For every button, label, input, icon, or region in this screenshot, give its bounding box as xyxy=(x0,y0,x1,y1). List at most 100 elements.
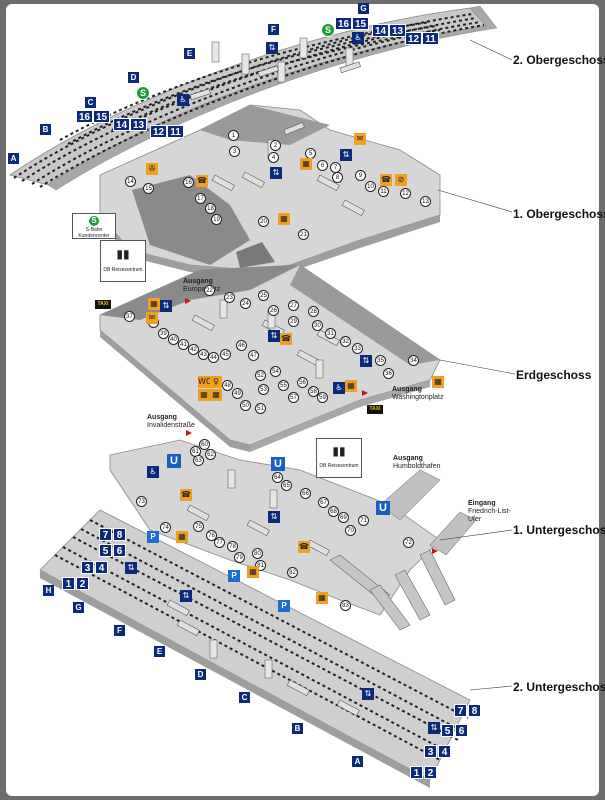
db-center-label-2: DB Reisezentrum xyxy=(319,463,359,469)
shop-marker[interactable]: 82 xyxy=(287,567,298,578)
shop-marker[interactable]: 30 xyxy=(312,320,323,331)
shop-marker[interactable]: 52 xyxy=(255,370,266,381)
shop-marker[interactable]: 20 xyxy=(258,216,269,227)
shop-marker[interactable]: 47 xyxy=(248,350,259,361)
shop-marker[interactable]: 31 xyxy=(325,328,336,339)
shop-marker[interactable]: 23 xyxy=(224,292,235,303)
shop-marker[interactable]: 79 xyxy=(234,552,245,563)
shop-marker[interactable]: 25 xyxy=(258,290,269,301)
shop-marker[interactable]: 26 xyxy=(268,305,279,316)
shop-marker[interactable]: 56 xyxy=(297,377,308,388)
elevator-icon: ⇅ xyxy=(268,511,280,523)
shop-marker[interactable]: 69 xyxy=(338,512,349,523)
shop-marker[interactable]: 71 xyxy=(358,515,369,526)
shop-marker[interactable]: 63 xyxy=(193,455,204,466)
shop-marker[interactable]: 50 xyxy=(240,400,251,411)
sbahn-icon: S xyxy=(321,23,335,37)
shop-marker[interactable]: 46 xyxy=(236,340,247,351)
shop-marker[interactable]: 14 xyxy=(125,176,136,187)
entrance-fls-name-2: Ufer xyxy=(468,516,482,523)
shop-marker[interactable]: 45 xyxy=(220,349,231,360)
wc-icon: WC xyxy=(198,376,212,388)
shop-marker[interactable]: 75 xyxy=(193,521,204,532)
floor-ug1 xyxy=(109,439,477,631)
exit-europaplatz: Ausgang Europaplatz xyxy=(183,278,220,294)
shop-marker[interactable]: 28 xyxy=(308,306,319,317)
shop-marker[interactable]: 68 xyxy=(328,506,339,517)
exit-humboldthafen-name: Humboldthafen xyxy=(393,463,441,470)
shop-marker[interactable]: 59 xyxy=(317,392,328,403)
telephone-icon: ☎ xyxy=(380,174,392,186)
shop-marker[interactable]: 53 xyxy=(258,384,269,395)
service-icon: ▦ xyxy=(316,592,328,604)
shop-marker[interactable]: 21 xyxy=(298,229,309,240)
shop-marker[interactable]: 58 xyxy=(308,386,319,397)
shop-marker[interactable]: 33 xyxy=(352,343,363,354)
shop-marker[interactable]: 19 xyxy=(211,214,222,225)
shop-marker[interactable]: 55 xyxy=(278,380,289,391)
shop-marker[interactable]: 60 xyxy=(199,439,210,450)
platform-sign: 5 xyxy=(99,544,112,557)
shop-marker[interactable]: 11 xyxy=(378,186,389,197)
shop-marker[interactable]: 74 xyxy=(160,522,171,533)
entrance-fls-title: Eingang xyxy=(468,500,496,507)
shop-marker[interactable]: 16 xyxy=(183,177,194,188)
shop-marker[interactable]: 48 xyxy=(222,380,233,391)
service-icon: ▦ xyxy=(176,531,188,543)
shop-marker[interactable]: 81 xyxy=(255,560,266,571)
shop-marker[interactable]: 15 xyxy=(143,183,154,194)
shop-marker[interactable]: 76 xyxy=(206,530,217,541)
shop-marker[interactable]: 22 xyxy=(204,285,215,296)
entrance-fls-name-1: Friedrich-List- xyxy=(468,508,511,515)
shop-marker[interactable]: 29 xyxy=(288,316,299,327)
shop-marker[interactable]: 24 xyxy=(240,298,251,309)
shop-marker[interactable]: 4 xyxy=(268,152,279,163)
shop-marker[interactable]: 13 xyxy=(420,196,431,207)
shop-marker[interactable]: 83 xyxy=(340,600,351,611)
shop-marker[interactable]: 80 xyxy=(252,548,263,559)
shop-marker[interactable]: 12 xyxy=(400,188,411,199)
shop-marker[interactable]: 40 xyxy=(168,334,179,345)
wheelchair-icon: ♿ xyxy=(177,94,189,106)
shop-marker[interactable]: 17 xyxy=(195,193,206,204)
shop-marker[interactable]: 66 xyxy=(300,488,311,499)
shop-marker[interactable]: 62 xyxy=(205,449,216,460)
exit-invalidenstrasse-title: Ausgang xyxy=(147,414,177,421)
shop-marker[interactable]: 10 xyxy=(365,181,376,192)
shop-marker[interactable]: 35 xyxy=(375,355,386,366)
shop-marker[interactable]: 18 xyxy=(205,203,216,214)
shop-marker[interactable]: 41 xyxy=(178,339,189,350)
shop-marker[interactable]: 9 xyxy=(355,170,366,181)
section-sign: D xyxy=(195,669,206,680)
shop-marker[interactable]: 64 xyxy=(272,472,283,483)
shop-marker[interactable]: 67 xyxy=(318,497,329,508)
shop-marker[interactable]: 77 xyxy=(214,537,225,548)
shop-marker[interactable]: 57 xyxy=(288,392,299,403)
shop-marker[interactable]: 49 xyxy=(232,388,243,399)
shop-marker[interactable]: 51 xyxy=(255,403,266,414)
shop-marker[interactable]: 27 xyxy=(288,300,299,311)
shop-marker[interactable]: 44 xyxy=(208,352,219,363)
shop-marker[interactable]: 6 xyxy=(317,160,328,171)
shop-marker[interactable]: 42 xyxy=(188,344,199,355)
exit-invalidenstrasse-name: Invalidenstraße xyxy=(147,422,195,429)
service-icon: ▦ xyxy=(345,380,357,392)
shop-marker[interactable]: 34 xyxy=(408,355,419,366)
platform-sign: 7 xyxy=(99,528,112,541)
shop-marker[interactable]: 8 xyxy=(332,172,343,183)
shop-marker[interactable]: 39 xyxy=(158,328,169,339)
shop-marker[interactable]: 78 xyxy=(227,541,238,552)
shop-marker[interactable]: 36 xyxy=(383,368,394,379)
shop-marker[interactable]: 37 xyxy=(124,311,135,322)
shop-marker[interactable]: 1 xyxy=(228,130,239,141)
shop-marker[interactable]: 54 xyxy=(270,366,281,377)
shop-marker[interactable]: 65 xyxy=(281,480,292,491)
shop-marker[interactable]: 3 xyxy=(229,146,240,157)
shop-marker[interactable]: 72 xyxy=(403,537,414,548)
shop-marker[interactable]: 70 xyxy=(345,525,356,536)
parking-icon: P xyxy=(278,600,290,612)
shop-marker[interactable]: 73 xyxy=(136,496,147,507)
platform-sign: 16 xyxy=(335,17,352,30)
shop-marker[interactable]: 2 xyxy=(270,140,281,151)
shop-marker[interactable]: 32 xyxy=(340,336,351,347)
